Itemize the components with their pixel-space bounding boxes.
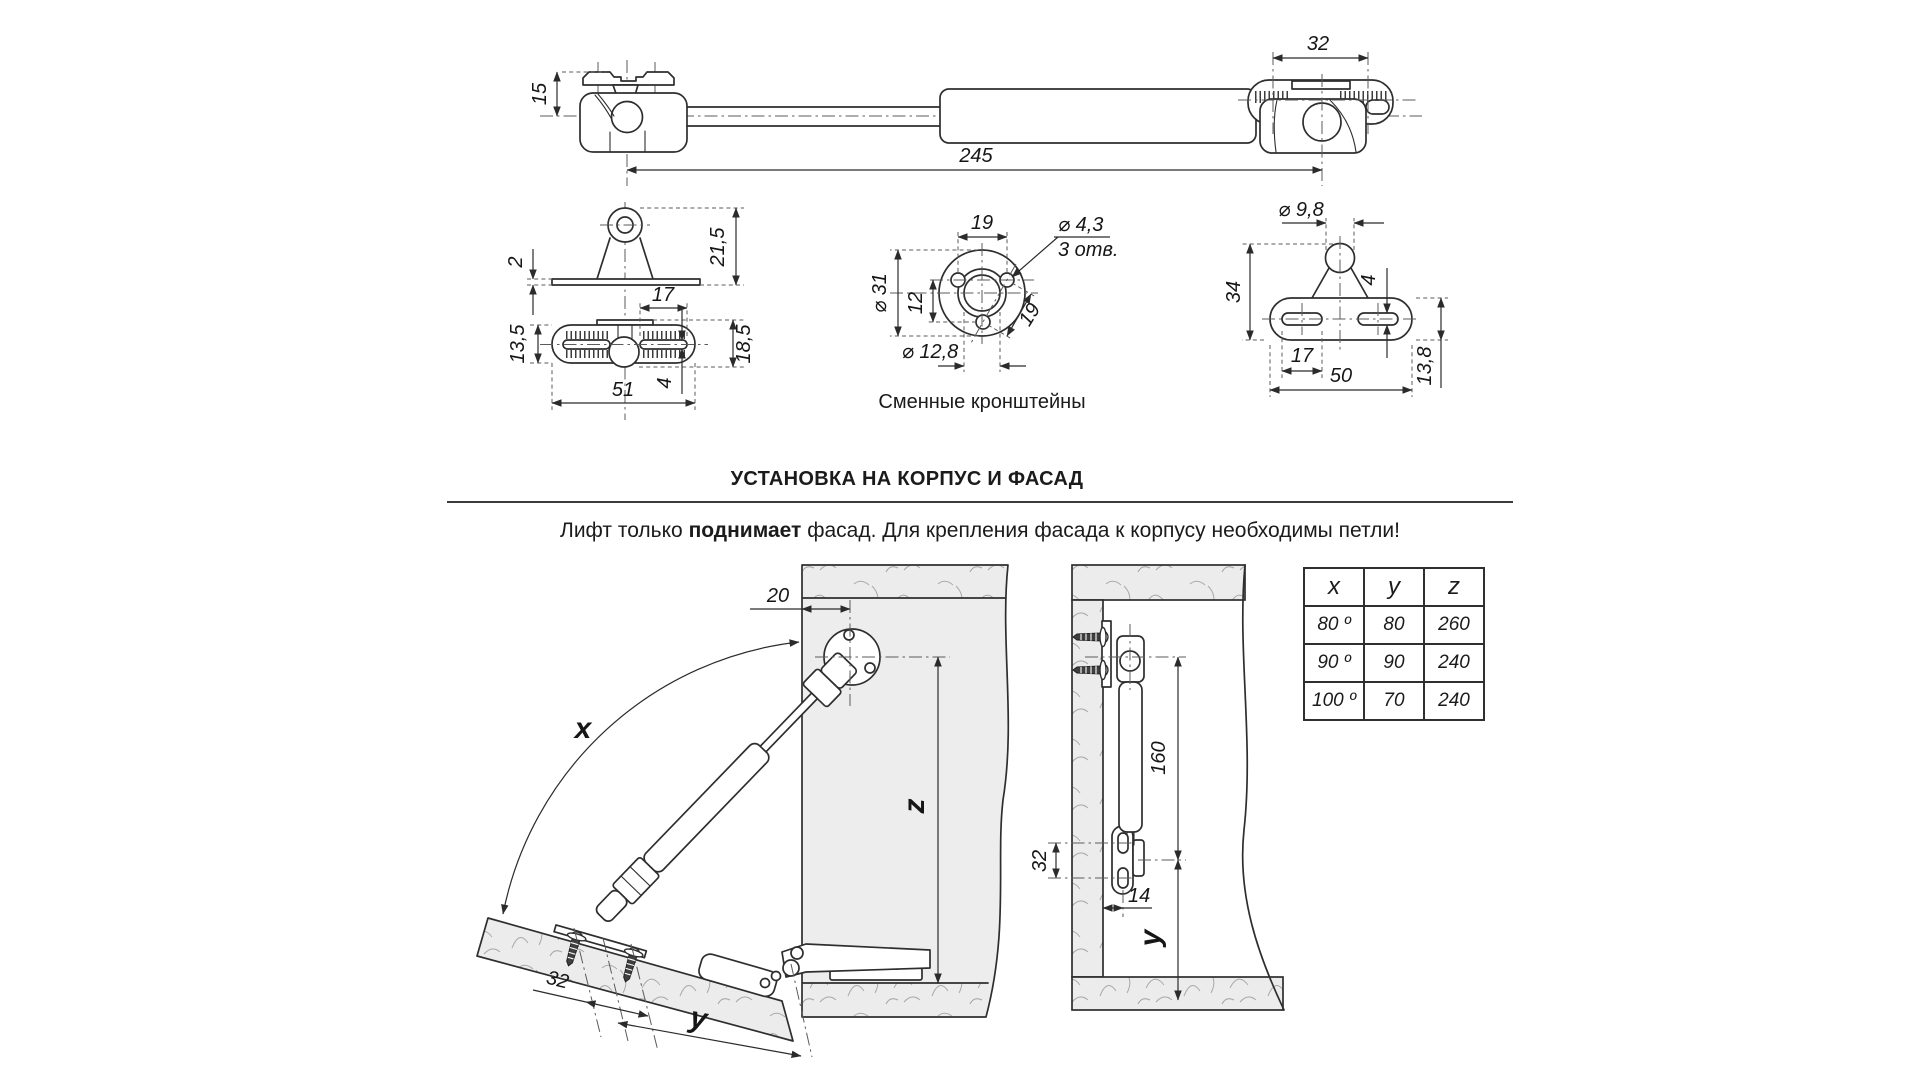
table-header-x: x: [1303, 567, 1365, 607]
dim-side-inset: 14: [1128, 885, 1150, 907]
dim-front-offset: 20: [766, 585, 789, 607]
dim-round-offset: 12: [905, 292, 927, 314]
dim-round-outer: ⌀ 31: [869, 273, 891, 313]
note-bold: поднимает: [688, 519, 802, 542]
tee-bracket-detail: ⌀ 9,8 34 4 17 50 13,8: [1223, 199, 1448, 397]
label-front-angle: x: [573, 712, 593, 745]
dim-slide-length: 51: [612, 379, 634, 401]
front-install-view: 20 x z 32 y: [476, 564, 1010, 1059]
dim-strut-length: 245: [958, 145, 993, 167]
strut-left-ball: [610, 100, 644, 134]
table-cell: 90 º: [1303, 643, 1365, 683]
table-row: 100 º 70 240: [1303, 681, 1485, 721]
dim-strut-height: 15: [529, 82, 551, 105]
dim-tee-slot-h: 4: [1358, 274, 1380, 285]
table-header-z: z: [1423, 567, 1485, 607]
brackets-caption: Сменные кронштейны: [878, 391, 1086, 413]
dim-side-length: 160: [1148, 741, 1170, 774]
dim-tee-height: 34: [1223, 281, 1245, 303]
dim-front-pitch: 32: [544, 967, 571, 994]
dim-side-pitch: 32: [1029, 850, 1051, 872]
dim-tee-slot: 17: [1291, 345, 1314, 367]
section-title: УСТАНОВКА НА КОРПУС И ФАСАД: [730, 468, 1084, 490]
table-cell: 100 º: [1303, 681, 1365, 721]
dim-slide-slot: 17: [652, 284, 675, 306]
note-part1: Лифт только: [560, 519, 689, 542]
dim-slide-height: 21,5: [707, 227, 729, 268]
dim-slide-body: 13,5: [507, 324, 529, 364]
strut-cylinder: [939, 88, 1257, 144]
table-cell: 240: [1423, 681, 1485, 721]
dim-slide-total: 18,5: [733, 324, 755, 364]
xyz-table: x y z 80 º 80 260 90 º 90 240 100 º 70 2…: [1303, 567, 1485, 721]
dim-round-center: ⌀ 12,8: [902, 341, 959, 363]
round-bracket-detail: 19 ⌀ 4,3 3 отв. ⌀ 31 12 19 ⌀ 12,8: [869, 212, 1118, 372]
dim-round-hole: ⌀ 4,3: [1058, 214, 1103, 236]
note-part2: фасад. Для крепления фасада к корпусу не…: [801, 519, 1400, 542]
table-cell: 90: [1363, 643, 1425, 683]
table-cell: 240: [1423, 643, 1485, 683]
strut-right-slot: [1365, 99, 1390, 115]
section-note: Лифт только поднимает фасад. Для креплен…: [447, 519, 1513, 543]
table-cell: 80: [1363, 605, 1425, 645]
dim-slide-slot-h: 4: [654, 377, 676, 388]
dim-tee-width: 50: [1330, 365, 1352, 387]
table-cell: 80 º: [1303, 605, 1365, 645]
strut-left-plate: [582, 71, 675, 86]
label-side-length: y: [1134, 928, 1167, 948]
table-cell: 260: [1423, 605, 1485, 645]
dim-tee-base: 13,8: [1414, 347, 1436, 386]
label-front-height: z: [898, 799, 931, 815]
side-install-view: 160 y 32 14: [1029, 564, 1285, 1011]
dim-tee-knuckle: ⌀ 9,8: [1278, 199, 1323, 221]
table-header-y: y: [1363, 567, 1425, 607]
strut-side-view: 15 32 245: [529, 33, 1422, 186]
section-divider: [447, 501, 1513, 503]
table-row: 90 º 90 240: [1303, 643, 1485, 683]
dim-strut-width: 32: [1307, 33, 1329, 55]
table-row: 80 º 80 260: [1303, 605, 1485, 645]
dim-slide-plate: 2: [505, 256, 527, 268]
table-cell: 70: [1363, 681, 1425, 721]
dim-round-holes-count: 3 отв.: [1058, 239, 1118, 261]
slide-bracket-detail: 2 21,5 17 13,5 18,5: [505, 202, 755, 420]
table-header-row: x y z: [1303, 567, 1485, 607]
dim-round-spacing: 19: [971, 212, 993, 234]
